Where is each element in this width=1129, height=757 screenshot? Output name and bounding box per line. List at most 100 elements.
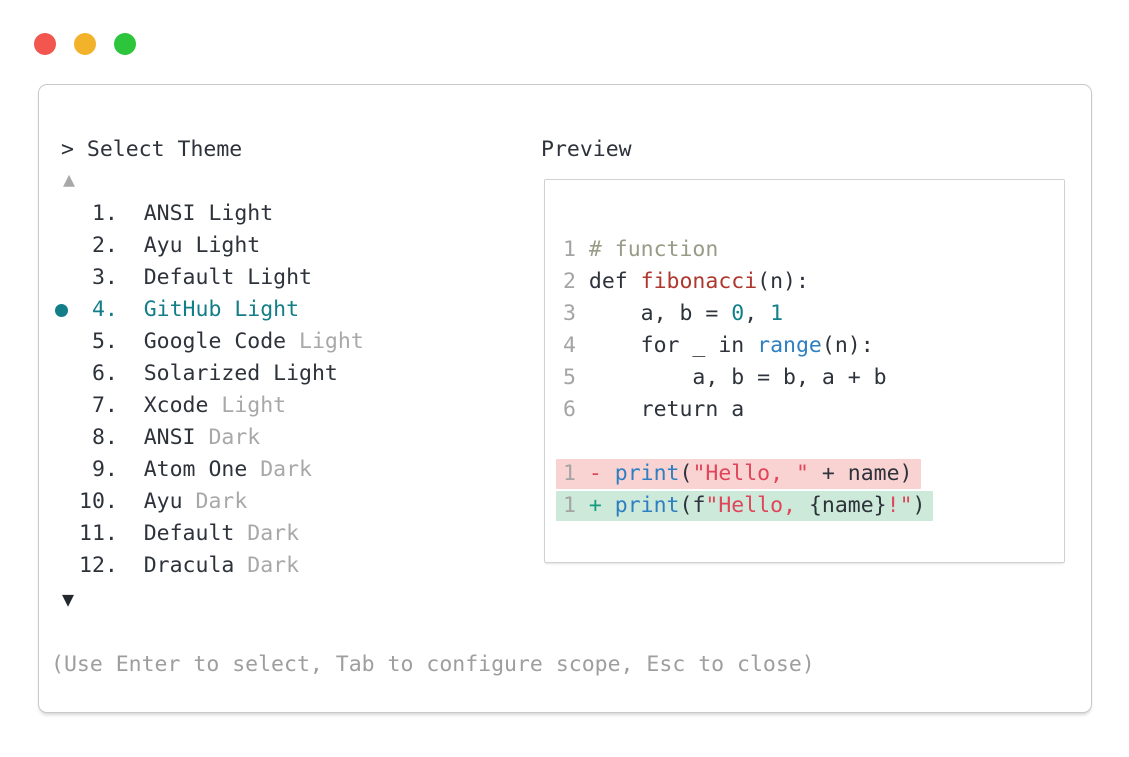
diff-line-highlight: 1 + print(f"Hello, {name}!") — [556, 491, 934, 521]
theme-item-name: Ayu — [143, 489, 183, 514]
line-number: 6 — [563, 397, 576, 422]
code-segment-string: "Hello, — [705, 493, 809, 518]
theme-item-variant: Dark — [260, 457, 312, 482]
preview-label: Preview — [541, 137, 632, 162]
code-segment-added-marker: + — [588, 493, 615, 518]
diff-line-highlight: 1- print("Hello, " + name) — [556, 459, 921, 489]
line-number: 1 — [563, 237, 576, 262]
code-line: 6 return a — [563, 394, 933, 426]
code-line: 4 for _ in range(n): — [563, 330, 933, 362]
code-segment-comment: # function — [588, 237, 719, 262]
theme-item-variant: Dark — [247, 521, 300, 546]
selected-item-bullet-icon — [55, 303, 68, 317]
theme-item-name: Google Code — [143, 329, 287, 354]
theme-item-name: Default — [143, 521, 235, 546]
code-segment-code: + name) — [808, 461, 913, 486]
code-segment-string: "Hello, " — [692, 461, 809, 486]
theme-item-number: 3. — [79, 265, 118, 290]
code-segment-code: return a — [588, 397, 745, 422]
theme-item-name: Ayu Light — [143, 233, 261, 258]
keyboard-hints: (Use Enter to select, Tab to configure s… — [51, 652, 815, 677]
theme-item-name: ANSI Light — [143, 201, 274, 226]
code-segment-code: a, b = b, a + b — [588, 365, 887, 390]
code-segment-code: (n): — [757, 269, 809, 294]
theme-list-item[interactable]: 1. ANSI Light — [79, 198, 364, 230]
code-segment-code: ) — [912, 493, 926, 518]
window-controls — [34, 33, 136, 55]
theme-item-variant: Dark — [247, 553, 300, 578]
theme-list-item[interactable]: 5. Google Code Light — [79, 326, 364, 358]
theme-item-name: GitHub Light — [143, 297, 300, 322]
code-segment-code: , — [744, 301, 771, 326]
code-segment-code: def — [588, 269, 641, 294]
code-segment-code: {name} — [808, 493, 887, 518]
code-segment-builtin: print — [614, 493, 680, 518]
theme-list-item[interactable]: 10. Ayu Dark — [79, 486, 364, 518]
theme-item-name: Xcode — [143, 393, 209, 418]
theme-item-number: 6. — [79, 361, 118, 386]
code-line: 5 a, b = b, a + b — [563, 362, 933, 394]
theme-list-item[interactable]: 7. Xcode Light — [79, 390, 364, 422]
theme-item-number: 4. — [79, 297, 118, 322]
theme-item-variant: Light — [299, 329, 364, 354]
code-segment-code: ( — [679, 461, 693, 486]
code-segment-func: fibonacci — [640, 269, 758, 294]
line-number: 3 — [563, 301, 576, 326]
theme-item-name: Default Light — [143, 265, 312, 290]
code-line: 1 # function — [563, 234, 933, 266]
minimize-window-button[interactable] — [74, 33, 96, 55]
theme-item-number: 5. — [79, 329, 118, 354]
theme-item-number: 8. — [79, 425, 118, 450]
scroll-up-icon[interactable]: ▲ — [63, 167, 76, 191]
code-segment-removed-marker: - — [588, 461, 615, 486]
code-segment-builtin: print — [614, 461, 680, 486]
theme-item-variant: Dark — [195, 489, 248, 514]
code-segment-num: 0 — [731, 301, 745, 326]
theme-list-item[interactable]: 9. Atom One Dark — [79, 454, 364, 486]
theme-item-name: Solarized Light — [143, 361, 338, 386]
theme-picker-panel: > Select Theme Preview ▲ 1. ANSI Light 2.… — [38, 84, 1092, 713]
scroll-down-icon[interactable]: ▼ — [62, 587, 75, 611]
select-theme-prompt: > Select Theme — [61, 137, 243, 162]
theme-item-name: Atom One — [143, 457, 248, 482]
diff-line-added: 1 + print(f"Hello, {name}!") — [556, 490, 934, 522]
code-segment-code: (n): — [821, 333, 874, 358]
code-segment-code: a, b = — [588, 301, 732, 326]
theme-list-item[interactable]: 8. ANSI Dark — [79, 422, 364, 454]
diff-line-removed: 1- print("Hello, " + name) — [556, 458, 933, 490]
code-segment-code: (f — [679, 493, 706, 518]
line-number: 4 — [563, 333, 576, 358]
theme-item-number: 7. — [79, 393, 118, 418]
theme-item-variant: Dark — [208, 425, 261, 450]
code-segment-code: for _ in — [588, 333, 758, 358]
close-window-button[interactable] — [34, 33, 56, 55]
code-line: 3 a, b = 0, 1 — [563, 298, 933, 330]
theme-item-number: 12. — [79, 553, 118, 578]
line-number: 1 — [563, 461, 576, 486]
theme-item-variant: Light — [221, 393, 287, 418]
line-number: 5 — [563, 365, 576, 390]
theme-item-name: ANSI — [143, 425, 196, 450]
line-number: 1 — [563, 493, 576, 518]
maximize-window-button[interactable] — [114, 33, 136, 55]
code-segment-builtin: range — [757, 333, 822, 358]
theme-list-item[interactable]: 4. GitHub Light — [55, 294, 364, 326]
theme-list-item[interactable]: 6. Solarized Light — [79, 358, 364, 390]
theme-item-number: 2. — [79, 233, 118, 258]
blank-line — [563, 426, 933, 458]
theme-list-item[interactable]: 12. Dracula Dark — [79, 550, 364, 582]
theme-item-number: 9. — [79, 457, 118, 482]
theme-item-number: 10. — [79, 489, 118, 514]
theme-list-item[interactable]: 3. Default Light — [79, 262, 364, 294]
code-segment-string: !" — [886, 493, 913, 518]
theme-item-name: Dracula — [143, 553, 235, 578]
code-segment-num: 1 — [770, 301, 784, 326]
theme-list-item[interactable]: 2. Ayu Light — [79, 230, 364, 262]
theme-item-number: 1. — [79, 201, 118, 226]
theme-list: 1. ANSI Light 2. Ayu Light 3. Default Light… — [55, 198, 364, 582]
